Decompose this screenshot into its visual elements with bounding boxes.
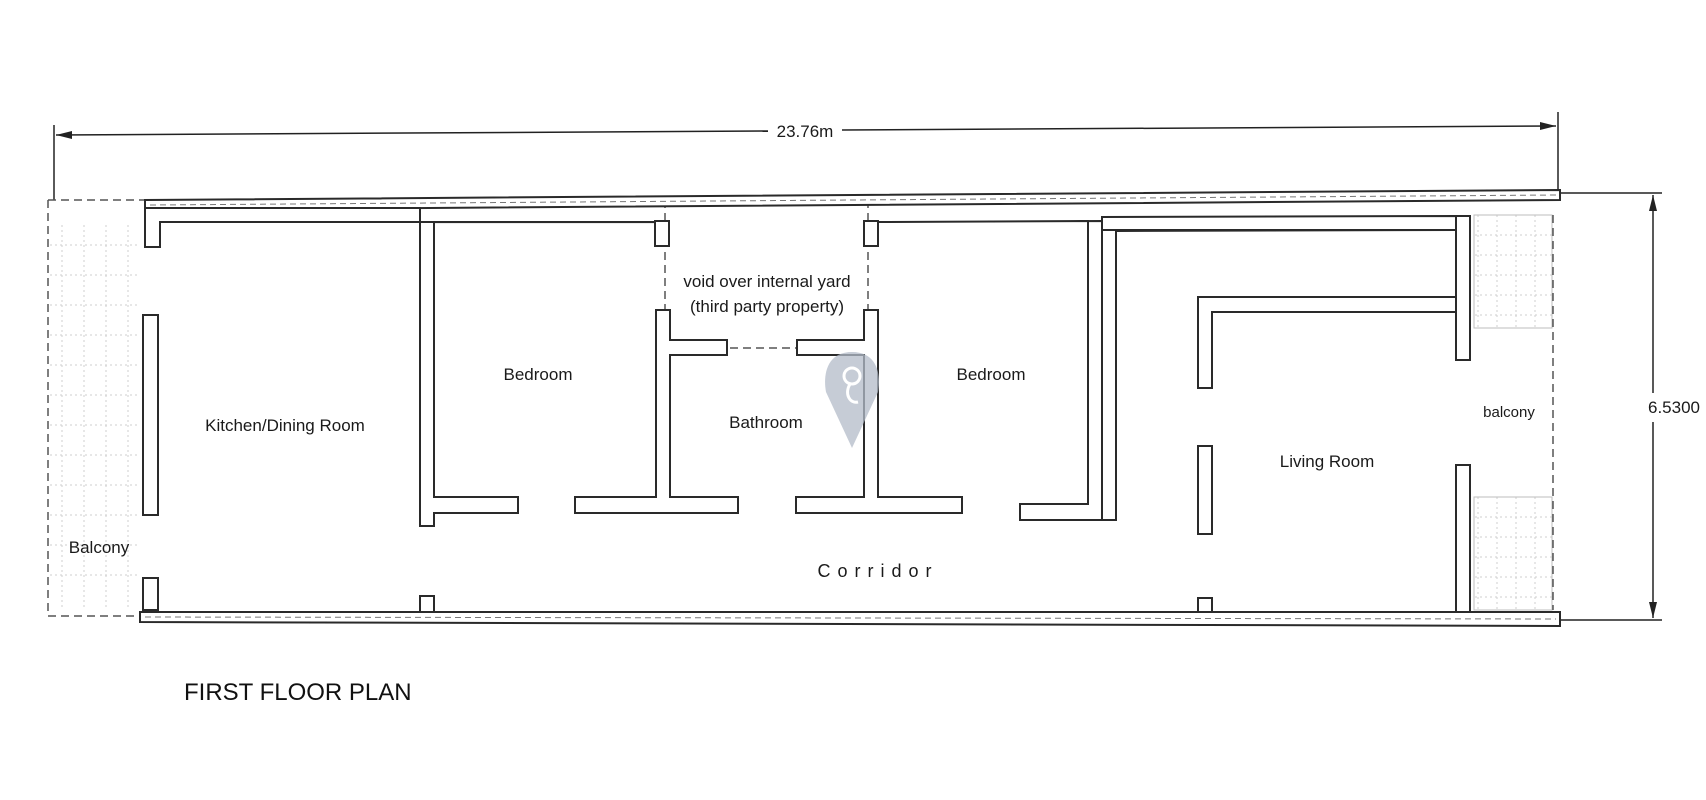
balcony-left-hatch (50, 225, 140, 610)
depth-dimension-label: 6.5300 (1648, 398, 1700, 417)
kitchen-dining-label: Kitchen/Dining Room (205, 416, 365, 435)
depth-dimension (1558, 192, 1662, 621)
void-label-line2: (third party property) (690, 297, 844, 316)
interior-walls (142, 207, 1471, 613)
void-label-line1: void over internal yard (683, 272, 850, 291)
property-boundary (47, 199, 1554, 617)
balcony-right-hatch (1473, 214, 1553, 611)
width-dimension (53, 112, 1559, 200)
bedroom-left-label: Bedroom (504, 365, 573, 384)
living-room-label: Living Room (1280, 452, 1375, 471)
corridor-label: Corridor (817, 561, 938, 581)
balcony-right-label: balcony (1483, 404, 1535, 421)
width-dimension-label: 23.76m (777, 122, 834, 141)
plan-title: FIRST FLOOR PLAN (184, 679, 412, 706)
balcony-left-label: Balcony (69, 538, 130, 557)
bathroom-label: Bathroom (729, 413, 803, 432)
bedroom-right-label: Bedroom (957, 365, 1026, 384)
location-pin-icon (825, 352, 879, 448)
exterior-walls (139, 188, 1561, 628)
